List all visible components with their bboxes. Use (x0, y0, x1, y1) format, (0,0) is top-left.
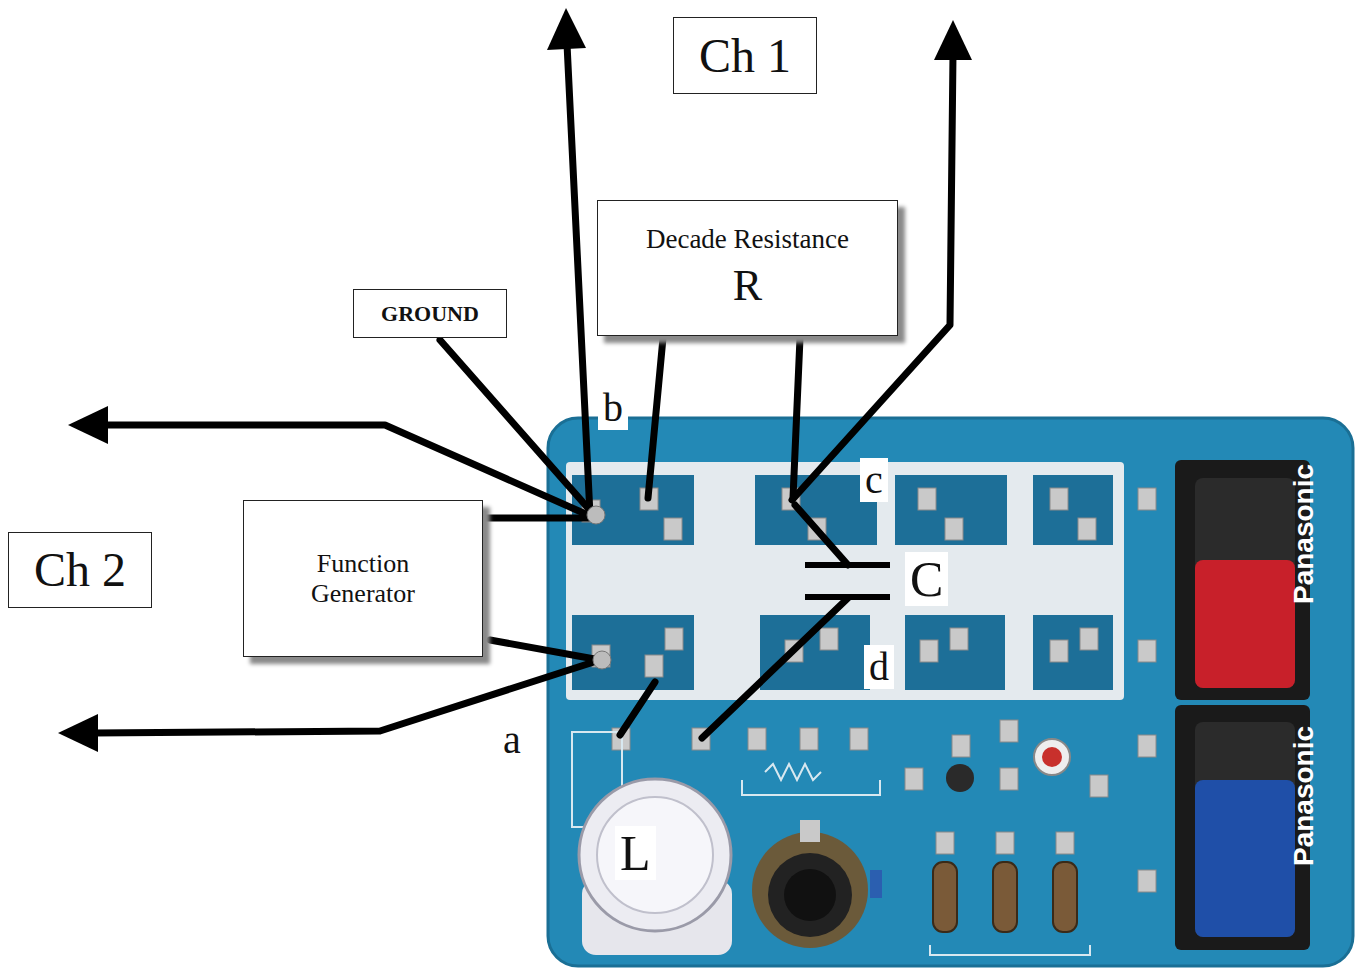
potentiometer (752, 820, 882, 948)
channel-box: Ch 2 (8, 532, 152, 608)
generator-box: Function Generator (243, 500, 483, 657)
switches (933, 862, 1077, 932)
terminal-pads (572, 475, 1113, 690)
point-label: c (860, 458, 888, 502)
component-label: C (905, 552, 948, 606)
probe-wire (567, 44, 590, 515)
inductor-lead (620, 682, 655, 735)
capacitor-lead (702, 598, 848, 738)
box-title: Function Generator (283, 549, 443, 609)
battery-brand: Panasonic (1290, 726, 1318, 866)
arrowheads (58, 8, 972, 752)
box-symbol: R (733, 261, 762, 312)
inductor-coil (579, 779, 732, 955)
box-title: GROUND (381, 301, 479, 326)
resistor-lead (793, 338, 800, 498)
transistor (946, 764, 974, 792)
channel-box: Ch 1 (673, 17, 817, 94)
terminal-posts (587, 506, 611, 669)
resistor-lead (648, 338, 663, 498)
point-label: b (598, 386, 628, 430)
box-title: Decade Resistance (646, 224, 849, 255)
component-label: L (615, 826, 656, 880)
battery-brand: Panasonic (1290, 464, 1318, 604)
capacitor-lead (795, 505, 848, 565)
ground-box: GROUND (353, 289, 507, 338)
box-title: Ch 2 (34, 542, 126, 597)
box-title: Ch 1 (699, 28, 791, 83)
generator-lead (490, 640, 600, 660)
capacitor-symbol (805, 565, 890, 597)
generator-lead (483, 515, 590, 522)
board-printing (572, 732, 1090, 955)
board-base (548, 418, 1353, 966)
point-label: d (864, 645, 894, 689)
point-label: a (498, 718, 526, 762)
resistance-box: Decade ResistanceR (597, 200, 898, 336)
light-bulb (1034, 739, 1070, 775)
ground-wire (440, 340, 588, 508)
